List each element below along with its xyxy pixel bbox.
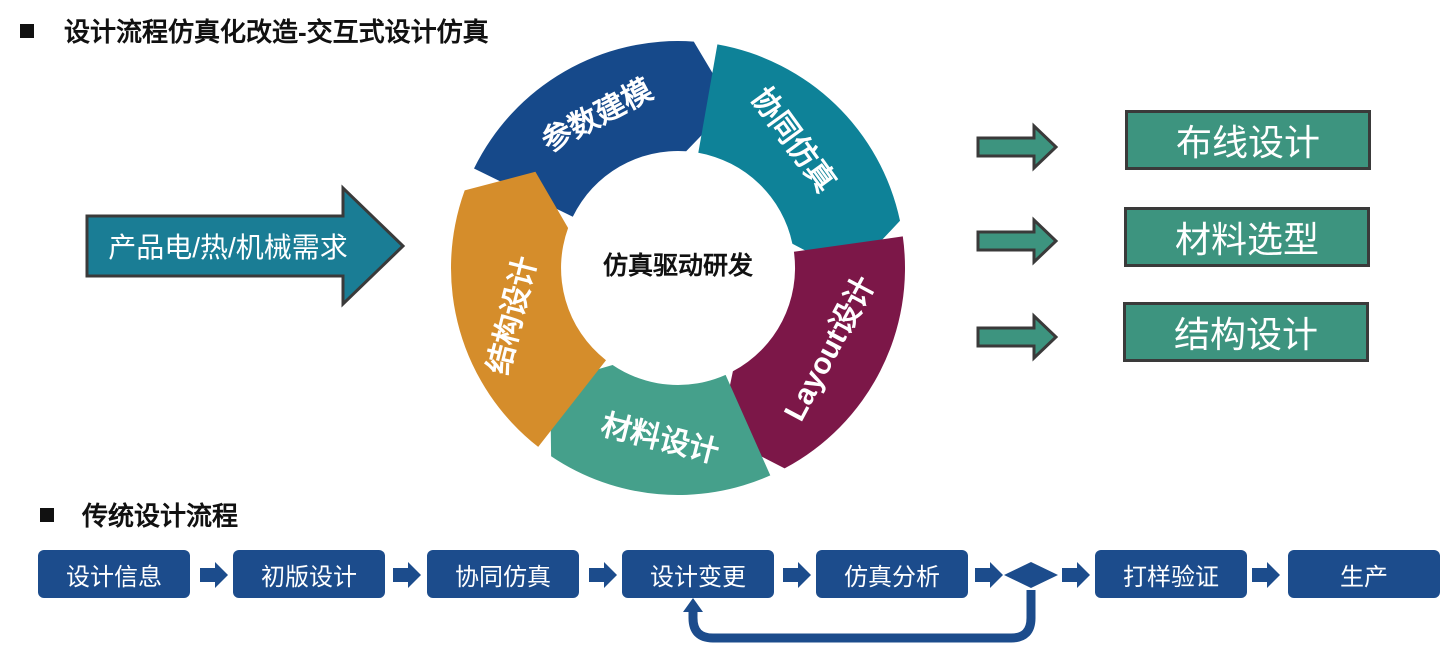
cycle-diagram: 参数建模协同仿真Layout设计材料设计结构设计 [451,41,906,496]
output-arrow-1-shape [976,122,1059,172]
flow-step-5-label: 仿真分析 [844,563,940,591]
cycle-segment-2 [698,44,900,275]
input-arrow-shape [85,184,406,308]
flow-step-7-label: 生产 [1340,563,1388,591]
input-arrow: 产品电/热/机械需求 [85,184,406,308]
flow-step-4: 设计变更 [622,550,774,598]
feedback-loop-arrowhead [683,598,703,612]
flow-step-2-label: 初版设计 [261,563,357,591]
cycle-segment-3 [719,236,906,469]
flow-connectors [200,562,1280,588]
flow-step-1-label: 设计信息 [66,563,162,591]
cycle-segment-4 [550,365,771,496]
output-arrow-2 [976,216,1059,266]
flow-arrow-7 [1252,562,1280,588]
flow-step-6-label: 打样验证 [1123,563,1219,591]
output-arrow-1 [976,122,1059,172]
input-arrow-label: 产品电/热/机械需求 [108,232,348,263]
square-bullet-icon [40,507,54,522]
flow-arrow-2 [393,562,421,588]
flow-arrow-6 [1062,562,1090,588]
output-box-1: 布线设计 [1125,110,1371,170]
decision-diamond [1004,562,1058,588]
flow-step-3-label: 协同仿真 [455,563,551,591]
flow-arrow-1 [200,562,228,588]
output-box-2: 材料选型 [1124,207,1370,267]
flow-arrow-3 [589,562,617,588]
flow-arrow-4 [783,562,811,588]
output-box-3-label: 结构设计 [1173,314,1318,355]
feedback-loop-line [688,590,1036,643]
cycle-center-label: 仿真驱动研发 [603,251,753,280]
output-arrow-2-shape [976,216,1059,266]
cycle-segment-5 [451,171,606,447]
flow-step-6: 打样验证 [1095,550,1247,598]
square-bullet-icon [20,23,34,38]
traditional-title: 传统设计流程 [40,496,238,533]
flow-step-2: 初版设计 [233,550,385,598]
output-box-1-label: 布线设计 [1175,122,1320,163]
main-title-text: 设计流程仿真化改造-交互式设计仿真 [64,17,489,47]
output-arrow-3 [976,312,1059,362]
cycle-segment-1 [474,41,732,217]
traditional-title-text: 传统设计流程 [82,501,239,531]
output-box-2-label: 材料选型 [1174,219,1319,260]
output-box-3: 结构设计 [1123,302,1369,362]
output-arrow-3-shape [976,312,1059,362]
flow-step-4-label: 设计变更 [650,563,746,591]
flow-step-1: 设计信息 [38,550,190,598]
main-title: 设计流程仿真化改造-交互式设计仿真 [20,12,489,49]
flow-arrow-5 [975,562,1003,588]
flow-step-5: 仿真分析 [816,550,968,598]
flow-step-7: 生产 [1288,550,1440,598]
flow-step-3: 协同仿真 [427,550,579,598]
